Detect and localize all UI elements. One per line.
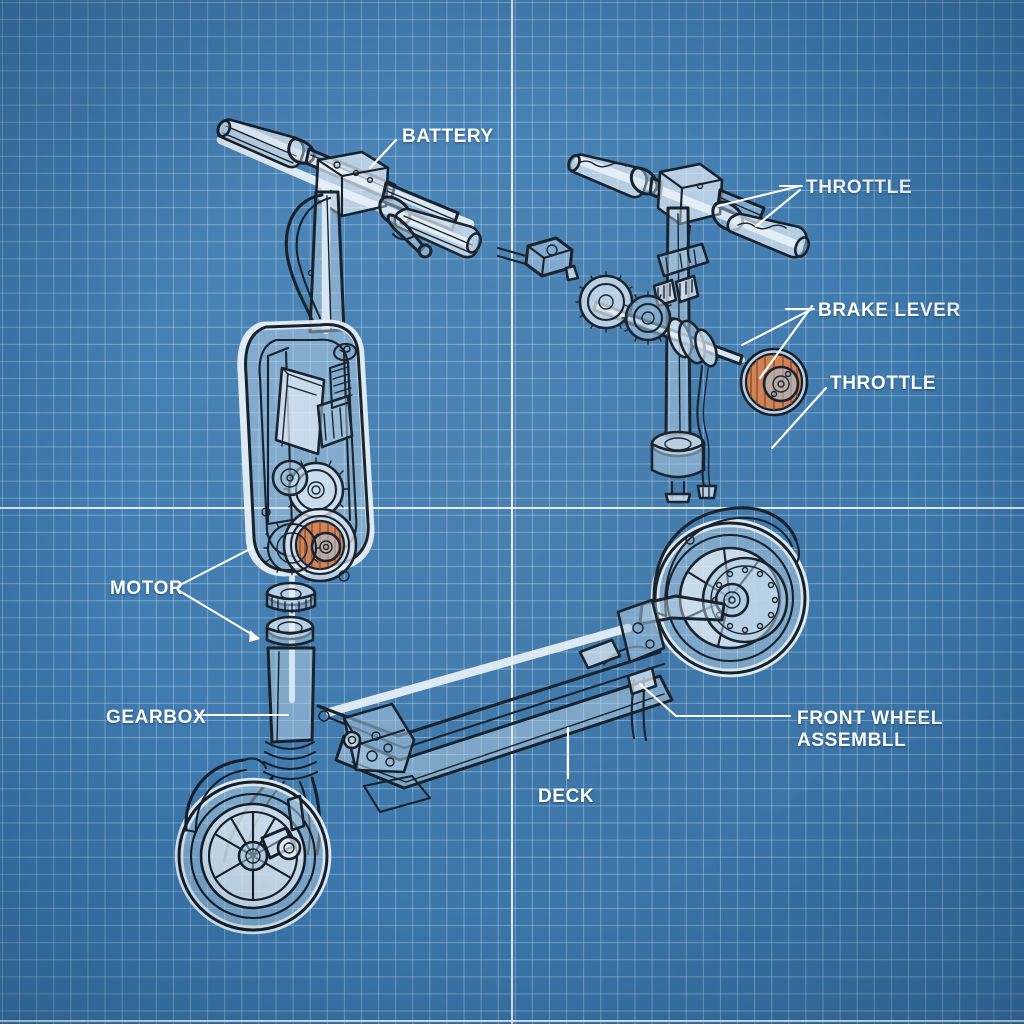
leader-throttle-top-b xyxy=(754,188,802,228)
leader-throttle-top-a xyxy=(716,184,802,208)
deck-frame xyxy=(316,623,674,814)
leader-motor-a xyxy=(176,546,254,588)
callout-label-brake-lever: BRAKE LEVER xyxy=(818,300,961,321)
callout-label-gearbox: GEARBOX xyxy=(106,707,207,728)
callout-label-front-wheel: FRONT WHEEL ASSEMBLL xyxy=(797,708,943,751)
folding-hinge xyxy=(342,702,416,774)
rear-wheel-assembly xyxy=(616,506,810,742)
leader-motor-b xyxy=(176,588,260,640)
leader-throttle-lower xyxy=(770,386,828,450)
spline-collar xyxy=(265,581,317,614)
callout-label-motor: MOTOR xyxy=(110,578,184,599)
leader-brake-lever-b xyxy=(758,304,814,380)
callout-label-battery: BATTERY xyxy=(402,126,494,147)
battery-gearbox-housing xyxy=(237,319,375,583)
callout-label-throttle-top: THROTTLE xyxy=(806,177,913,198)
callout-label-deck: DECK xyxy=(538,786,595,807)
battery-pack-plate xyxy=(274,366,326,456)
exploded-brake-lever xyxy=(496,236,580,282)
leader-battery xyxy=(368,138,398,170)
motor-rotor xyxy=(263,507,358,583)
leader-lines xyxy=(176,138,828,780)
leader-motor-arrowhead xyxy=(249,630,260,642)
gearbox-rings xyxy=(262,740,319,781)
main-handlebar-group xyxy=(216,118,483,259)
leader-front-wheel-b xyxy=(638,682,678,718)
gear-pinion xyxy=(271,459,309,497)
callout-label-throttle-lower: THROTTLE xyxy=(830,373,937,394)
exploded-gear-train xyxy=(496,236,809,417)
front-wheel-lowerleft xyxy=(174,757,332,935)
throttle-cable xyxy=(696,364,718,500)
leader-brake-lever-a xyxy=(740,307,814,347)
exploded-motor-rotor xyxy=(739,347,809,417)
exploded-handlebar-assembly xyxy=(496,153,811,504)
main-stem-group xyxy=(284,185,346,335)
